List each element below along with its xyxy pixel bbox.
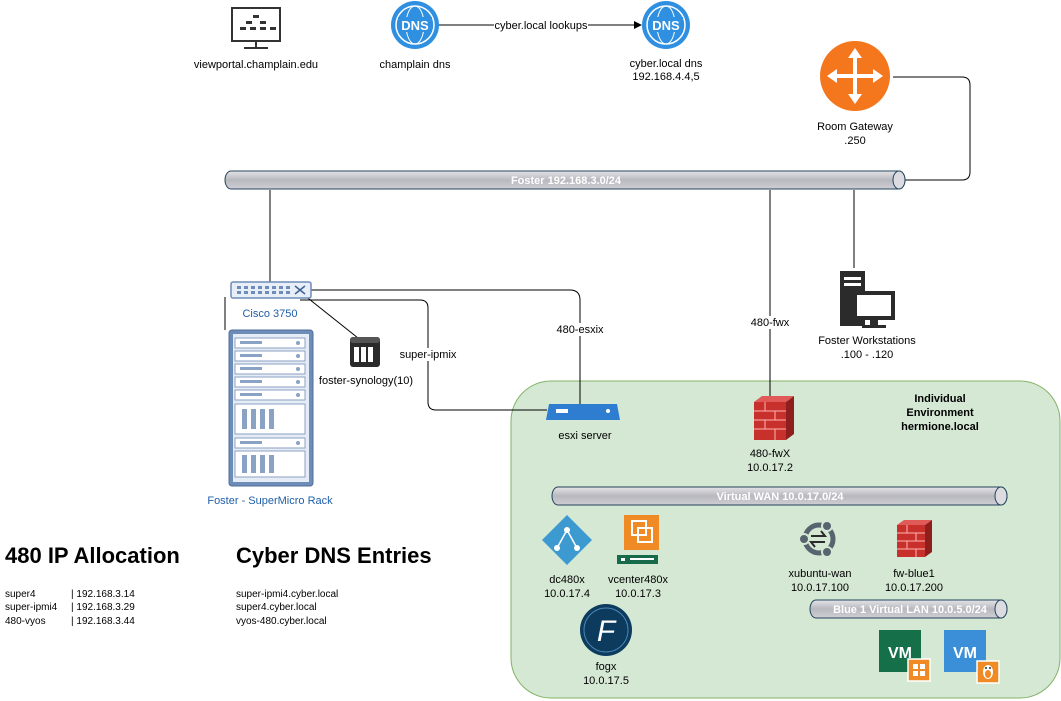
- rack-label: Foster - SuperMicro Rack: [207, 495, 333, 507]
- esxix-edge-label: 480-esxix: [556, 324, 604, 336]
- champlain-dns-label: champlain dns: [380, 59, 451, 71]
- fw-blue1-label: fw-blue1: [893, 568, 935, 580]
- ubuntu-icon: [798, 520, 836, 558]
- environment-line1: Individual: [914, 393, 965, 405]
- synology-label: foster-synology(10): [319, 375, 413, 387]
- ip-row-ip: | 192.168.3.44: [71, 616, 135, 627]
- dns-entry: super4.cyber.local: [236, 602, 317, 613]
- dns-entry: super-ipmi4.cyber.local: [236, 589, 338, 600]
- dc480x-ip: 10.0.17.4: [544, 588, 590, 600]
- workstations-label: Foster Workstations: [818, 335, 916, 347]
- router-icon: [820, 41, 890, 111]
- firewall-icon: [897, 520, 932, 557]
- viewportal-monitor-icon: [231, 7, 281, 49]
- ip-allocation-title: 480 IP Allocation: [5, 543, 180, 568]
- super-ipmix-edge-label: super-ipmix: [400, 349, 457, 361]
- fwx-ip: 10.0.17.2: [747, 462, 793, 474]
- vcenter-icon: [617, 515, 659, 564]
- vcenter-label: vcenter480x: [608, 574, 668, 586]
- environment-line2: Environment: [906, 407, 974, 419]
- dns-entry: vyos-480.cyber.local: [236, 616, 327, 627]
- svg-text:F: F: [597, 615, 617, 648]
- svg-text:DNS: DNS: [652, 18, 680, 33]
- cyber-dns-label: cyber.local dns: [630, 58, 703, 70]
- blue-lan-pipe: Blue 1 Virtual LAN 10.0.5.0/24: [809, 599, 1008, 619]
- fog-icon: F: [580, 604, 632, 656]
- vm-windows-icon: VM: [879, 630, 931, 682]
- ip-row-ip: | 192.168.3.14: [71, 589, 135, 600]
- workstation-icon: [840, 271, 895, 328]
- fw-blue1-ip: 10.0.17.200: [885, 582, 943, 594]
- viewportal-label: viewportal.champlain.edu: [194, 59, 318, 71]
- cisco-label: Cisco 3750: [242, 308, 297, 320]
- foster-network-pipe: Foster 192.168.3.0/24: [224, 170, 906, 190]
- edge-labels: cyber.local lookups super-ipmix 480-esxi…: [397, 18, 792, 361]
- environment-line3: hermione.local: [901, 421, 979, 433]
- vcenter-ip: 10.0.17.3: [615, 588, 661, 600]
- fogx-label: fogx: [596, 661, 617, 673]
- cyber-dns-icon: DNS: [642, 1, 690, 49]
- foster-network-label: Foster 192.168.3.0/24: [511, 175, 622, 187]
- blue-lan-label: Blue 1 Virtual LAN 10.0.5.0/24: [833, 604, 988, 616]
- cyber-dns-ip: 192.168.4.4,5: [632, 71, 699, 83]
- xubuntu-label: xubuntu-wan: [789, 568, 852, 580]
- svg-text:VM: VM: [888, 645, 912, 662]
- room-gateway-label: Room Gateway: [817, 121, 893, 133]
- ip-row-name: super4: [5, 589, 36, 600]
- ip-row-name: super-ipmi4: [5, 602, 58, 613]
- svg-text:VM: VM: [953, 645, 977, 662]
- fwx-label: 480-fwX: [750, 448, 791, 460]
- fwx-edge-label: 480-fwx: [751, 317, 790, 329]
- domain-controller-icon: [542, 515, 592, 565]
- ip-row-ip: | 192.168.3.29: [71, 602, 135, 613]
- synology-icon: [350, 337, 380, 367]
- xubuntu-ip: 10.0.17.100: [791, 582, 849, 594]
- vm-linux-icon: VM: [944, 630, 1000, 684]
- esxi-server-icon: [546, 404, 620, 420]
- server-rack-icon: [228, 329, 314, 487]
- virtual-wan-pipe: Virtual WAN 10.0.17.0/24: [551, 486, 1008, 506]
- fogx-ip: 10.0.17.5: [583, 675, 629, 687]
- room-gateway-ip: .250: [844, 135, 865, 147]
- dc480x-label: dc480x: [549, 574, 585, 586]
- virtual-wan-label: Virtual WAN 10.0.17.0/24: [717, 491, 845, 503]
- dns-entries-title: Cyber DNS Entries: [236, 543, 432, 568]
- ip-row-name: 480-vyos: [5, 616, 46, 627]
- firewall-icon: [754, 396, 794, 440]
- svg-text:DNS: DNS: [401, 18, 429, 33]
- champlain-dns-icon: DNS: [391, 1, 439, 49]
- dns-lookup-edge-label: cyber.local lookups: [495, 20, 588, 32]
- individual-environment-region: [510, 380, 1061, 699]
- esxi-label: esxi server: [558, 430, 612, 442]
- workstations-range: .100 - .120: [841, 349, 894, 361]
- switch-icon: [230, 281, 312, 299]
